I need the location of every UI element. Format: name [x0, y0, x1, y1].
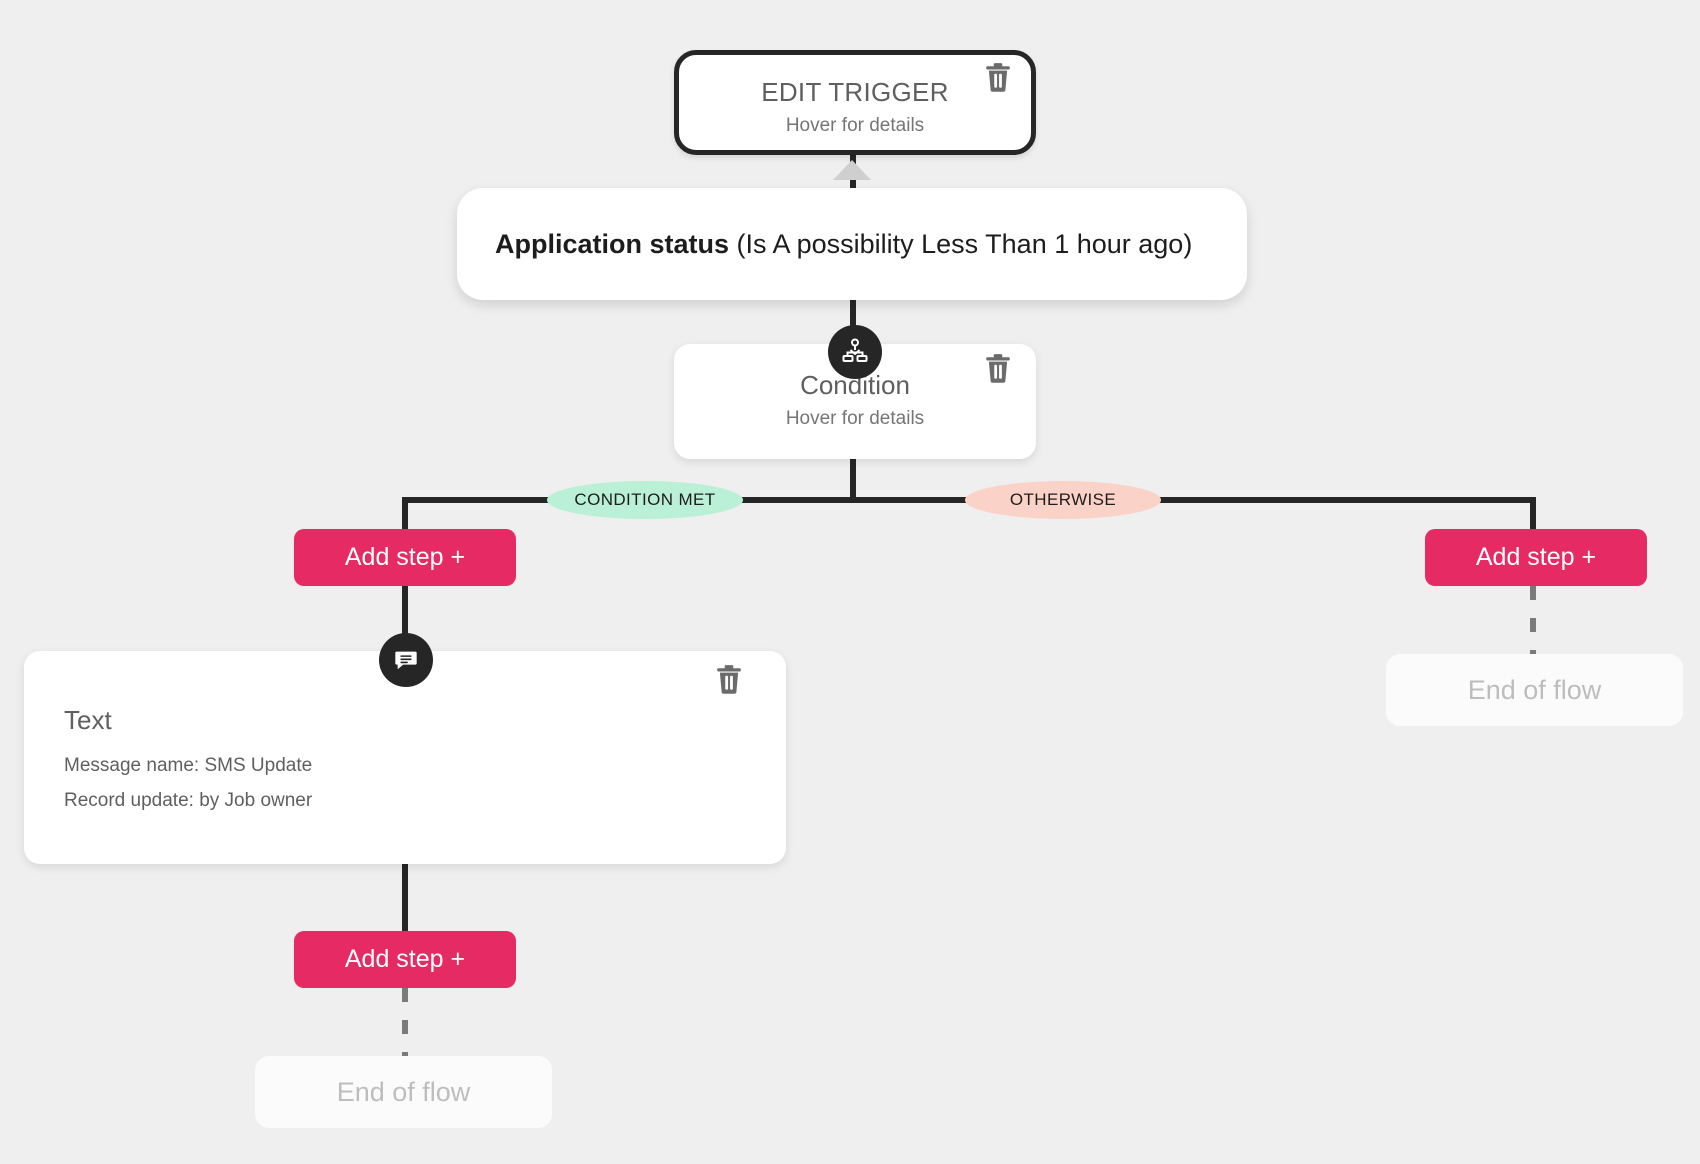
branch-label-otherwise: OTHERWISE: [965, 481, 1161, 519]
branch-label-condition-met: CONDITION MET: [547, 481, 743, 519]
text-action-record-update: Record update: by Job owner: [64, 790, 313, 811]
trigger-subtitle: Hover for details: [785, 115, 925, 136]
condition-subtitle: Hover for details: [785, 408, 925, 429]
delete-trigger-icon[interactable]: [985, 62, 1011, 92]
message-icon: [379, 633, 433, 687]
application-status-bubble[interactable]: Application status (Is A possibility Les…: [457, 188, 1247, 300]
hierarchy-icon: [828, 325, 882, 379]
add-step-button-after-text[interactable]: Add step +: [294, 931, 516, 988]
status-bubble-caret: [833, 160, 871, 180]
end-of-flow-left: End of flow: [255, 1056, 552, 1128]
status-bubble-text: Application status (Is A possibility Les…: [457, 229, 1192, 260]
trigger-title: EDIT TRIGGER: [761, 77, 949, 107]
end-of-flow-right: End of flow: [1386, 654, 1683, 726]
status-condition-text: (Is A possibility Less Than 1 hour ago): [736, 228, 1193, 259]
text-action-title: Text: [64, 705, 112, 735]
add-step-button-condition-met[interactable]: Add step +: [294, 529, 516, 586]
edit-trigger-node[interactable]: EDIT TRIGGER Hover for details: [674, 50, 1036, 155]
text-action-message-name: Message name: SMS Update: [64, 755, 313, 776]
add-step-button-otherwise[interactable]: Add step +: [1425, 529, 1647, 586]
status-field-name: Application status: [495, 228, 730, 259]
delete-condition-icon[interactable]: [985, 353, 1011, 383]
delete-text-action-icon[interactable]: [716, 664, 742, 694]
